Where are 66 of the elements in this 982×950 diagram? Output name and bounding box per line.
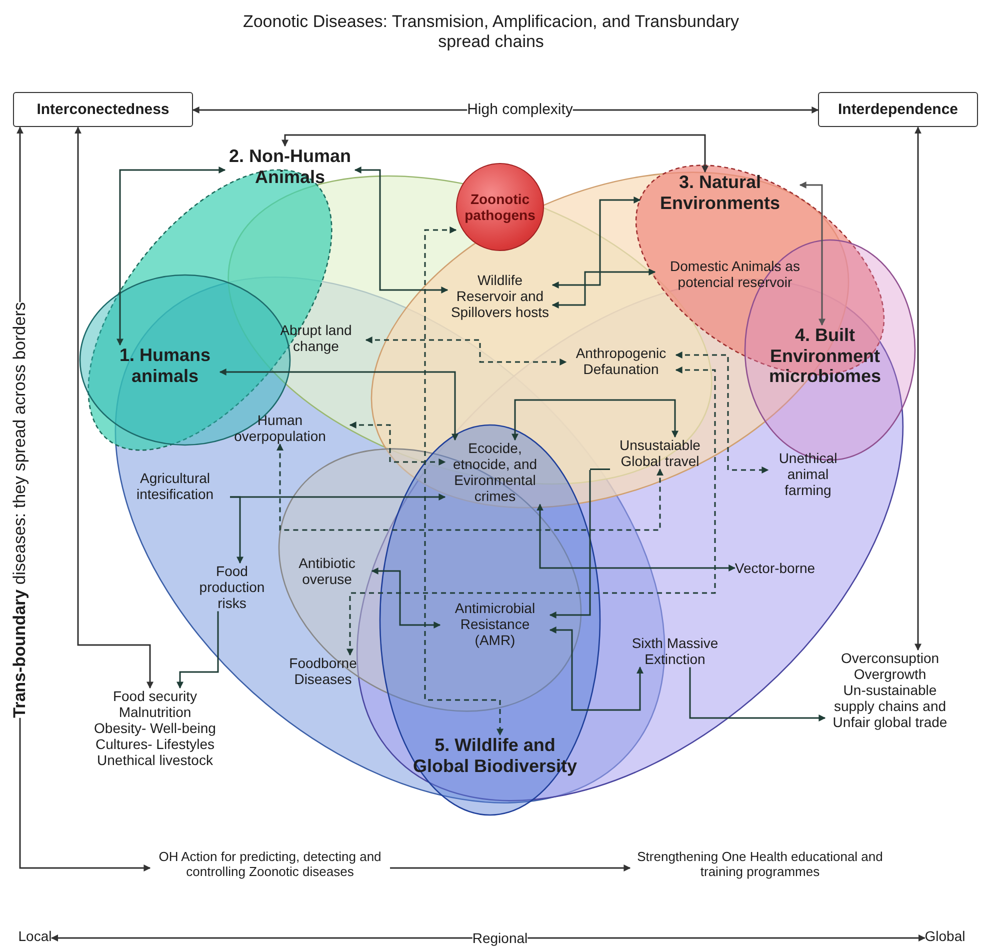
connector-arrow [675, 352, 769, 474]
connector-arrow [219, 368, 458, 441]
connector-arrow [552, 196, 641, 288]
list-item-label: Cultures- Lifestyles [94, 736, 216, 752]
text-label: OH Action for predicting, detecting and controlling Zoonotic diseases [150, 850, 390, 880]
connector-arrow [799, 182, 826, 326]
connector-arrow [116, 166, 226, 346]
connector-arrow [192, 106, 468, 114]
factor-label: Sixth Massive Extinction [615, 635, 735, 668]
connector-arrow [552, 268, 656, 308]
diagram-title: Zoonotic Diseases: Transmision, Amplificacion, and Transbundary spread chains [242, 12, 740, 53]
connector-arrow [19, 718, 151, 872]
connector-arrow [512, 399, 678, 441]
connector-arrow [349, 422, 446, 466]
connector-arrow [16, 126, 24, 302]
connector-arrow [424, 226, 504, 736]
connector-arrow [365, 336, 567, 366]
connector-arrow [572, 106, 819, 114]
connector-arrow [914, 126, 922, 651]
connector-arrow [549, 626, 644, 711]
factor-label: Human overpopulation [210, 412, 350, 444]
connector-arrow [74, 126, 154, 689]
connector-arrow [51, 934, 472, 942]
factor-label: Vector-borne [734, 560, 816, 576]
factor-label: Unethical animal farming [768, 450, 848, 498]
factor-label: Anthropogenic Defaunation [566, 345, 676, 378]
connector-arrow [390, 864, 631, 872]
text-label: High complexity [467, 101, 573, 118]
connector-arrow [276, 444, 664, 531]
connector-arrow [536, 504, 736, 572]
connector-arrow [354, 166, 448, 294]
text-label: Local [18, 928, 52, 944]
list-item-label: Unethical livestock [96, 752, 214, 768]
connector-arrow [230, 496, 244, 564]
connector-arrow [282, 134, 708, 173]
text-label: Global [924, 928, 966, 944]
domain-label: 4. Built Environment microbiomes [750, 325, 900, 388]
domain-label: 1. Humans animals [110, 345, 220, 386]
text-label: Strengthening One Health educational and training programmes [630, 850, 890, 880]
list-item-label: Overconsuption [840, 650, 940, 666]
connector-arrow [346, 366, 716, 656]
list-item-label: Food security [112, 688, 198, 704]
connector-arrow [549, 468, 611, 618]
factor-label: Antibiotic overuse [282, 555, 372, 588]
connector-arrow [176, 611, 219, 689]
factor-label: Food production risks [187, 563, 277, 612]
connector-arrow [528, 934, 926, 942]
factor-label: Foodborne Diseases [278, 655, 368, 688]
concept-box: Interconectedness [13, 92, 193, 128]
concept-box: Interdependence [818, 92, 978, 128]
text-label: Regional [472, 930, 528, 946]
list-item-label: Malnutrition [118, 704, 192, 720]
domain-label: 3. Natural Environments [640, 172, 800, 214]
domain-label: 5. Wildlife and Global Biodiversity [410, 735, 580, 776]
connector-arrow [371, 568, 441, 628]
factor-label: Ecocide, etnocide, and Evironmental crimes [445, 440, 545, 504]
list-item-label: Overgrowth [852, 666, 928, 682]
factor-label: Antimicrobial Resistance (AMR) [440, 600, 550, 648]
factor-label: Agricultural intesification [120, 470, 230, 502]
factor-label: Wildlife Reservoir and Spillovers hosts [448, 272, 552, 320]
factor-label: Domestic Animals as potencial reservoir [655, 258, 815, 290]
factor-label: Unsustaiable Global travel [610, 437, 710, 470]
connector-arrow [689, 667, 826, 722]
vertical-label: Trans-boundary diseases: they spread across borders [10, 302, 30, 718]
list-item-label: Un-sustainable supply chains and Unfair global trade [832, 682, 948, 730]
list-item-label: Obesity- Well-being [94, 720, 216, 736]
